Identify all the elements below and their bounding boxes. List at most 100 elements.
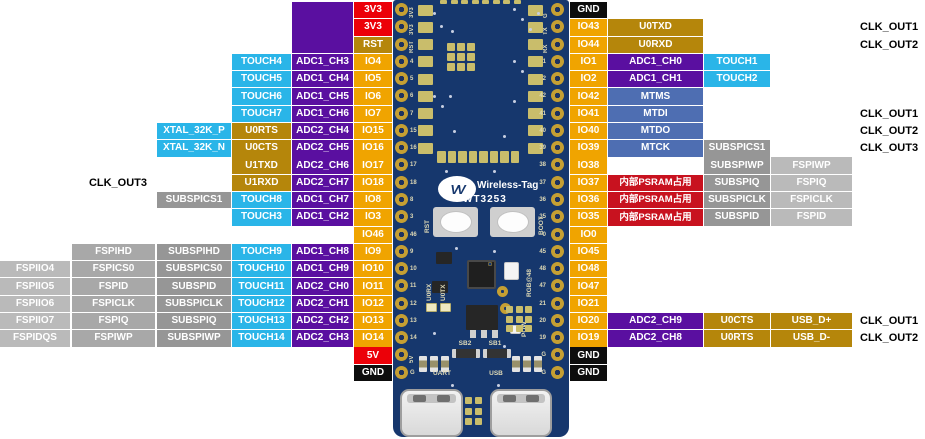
pin-function-cell: U0TXD	[608, 19, 703, 36]
pin-function-cell: ADC2_CH9	[608, 312, 703, 330]
pin-hole	[551, 106, 564, 120]
module-bottom-pad	[500, 151, 509, 163]
pin-function-cell: MTDI	[608, 105, 703, 122]
pin-hole	[395, 192, 408, 206]
pin-function-cell: SUBSPID	[157, 278, 231, 295]
module-edge-pad	[528, 125, 543, 137]
silk-pin-label: 40	[539, 127, 546, 134]
pin-hole	[395, 244, 408, 258]
pin-function-cell: U1RXD	[232, 174, 291, 192]
io-pin-cell: IO16	[354, 140, 392, 157]
pin-hole	[395, 262, 408, 276]
silk-pin-label: 8	[410, 196, 414, 203]
pin-hole	[551, 365, 564, 379]
pin-function-cell: ADC2_CH8	[608, 330, 703, 347]
pin-function-cell: FSPIWP	[72, 330, 155, 347]
model-text: WT3253	[463, 194, 507, 205]
module-top-pad	[450, 0, 458, 4]
pin-function-cell: U0RXD	[608, 36, 703, 53]
io-pin-cell: IO37	[570, 174, 607, 192]
thermal-pad	[447, 53, 455, 61]
module-top-pad	[482, 0, 489, 4]
io-pin-cell: IO8	[354, 191, 392, 209]
bottom-pad-grid	[465, 397, 472, 404]
silk-pin-label: G	[541, 369, 546, 376]
pin-function-cell: MTDO	[608, 122, 703, 140]
pin-function-cell: U0CTS	[232, 140, 291, 157]
module-top-pad	[440, 0, 447, 4]
pin-hole	[395, 3, 408, 16]
module-bottom-pad	[479, 151, 488, 163]
pin-function-cell: MTMS	[608, 88, 703, 105]
io-pin-cell: IO18	[354, 174, 392, 192]
io-pin-cell: IO20	[570, 312, 607, 330]
pin-function-cell: XTAL_32K_N	[157, 140, 231, 157]
io-pin-cell: IO10	[354, 261, 392, 278]
io-pin-cell: 5V	[354, 347, 392, 364]
pin-function-cell: ADC1_CH8	[292, 243, 353, 261]
io-pin-cell: IO45	[570, 243, 607, 261]
pin-function-cell: ADC2_CH7	[292, 174, 353, 192]
pin-function-cell: FSPIQ	[72, 312, 155, 330]
io-pin-cell: 3V3	[354, 19, 392, 36]
pin-function-cell: 内部PSRAM占用	[608, 174, 703, 192]
pin-hole	[395, 89, 408, 103]
silk-pin-label: 6	[410, 93, 414, 100]
connector-tab	[437, 395, 450, 402]
module-edge-pad	[528, 108, 543, 120]
pin-function-cell: FSPIIO4	[0, 261, 70, 278]
pin-function-cell: SUBSPIWP	[157, 330, 231, 347]
pin-hole	[395, 175, 408, 189]
silk-pin-label: 5V	[409, 356, 415, 364]
io-pin-cell: IO46	[354, 226, 392, 243]
thermal-pad	[447, 63, 455, 71]
pin-function-cell: TOUCH8	[232, 191, 291, 209]
pin-function-cell: FSPIIO6	[0, 295, 70, 312]
via-dot	[503, 135, 506, 138]
via-dot	[451, 384, 454, 387]
silk-pin-label: 7	[410, 110, 414, 117]
pin-hole	[395, 123, 408, 137]
pin-hole	[551, 141, 564, 155]
voltage-regulator	[466, 305, 498, 330]
pin-hole	[551, 89, 564, 103]
io-pin-cell: IO43	[570, 19, 607, 36]
via-dot	[493, 170, 496, 173]
module-edge-pad	[418, 142, 433, 154]
io-pin-cell: IO21	[570, 295, 607, 312]
pin-function-cell: ADC1_CH1	[608, 71, 703, 88]
pin-function-cell: 内部PSRAM占用	[608, 209, 703, 226]
pin-hole	[395, 54, 408, 68]
pin-function-cell: U1TXD	[232, 157, 291, 174]
pin-function-cell: ADC1_CH2	[292, 209, 353, 226]
pin-hole	[551, 210, 564, 224]
pin-function-cell: U0RTS	[232, 122, 291, 140]
via-dot	[513, 100, 516, 103]
pin-function-cell: SUBSPICS1	[157, 191, 231, 209]
module-edge-pad	[418, 39, 433, 51]
io-pin-cell: IO4	[354, 53, 392, 71]
io-pin-cell: IO39	[570, 140, 607, 157]
silk-pin-label: 0	[542, 231, 546, 238]
clk-note: CLK_OUT1	[860, 21, 919, 34]
u0rx-led	[426, 303, 437, 312]
pad-grid	[506, 325, 513, 332]
silk-pin-label: 47	[539, 283, 546, 290]
module-top-pad	[492, 0, 500, 4]
pin-function-cell: TOUCH6	[232, 88, 291, 105]
io-pin-cell: IO47	[570, 278, 607, 295]
module-edge-pad	[528, 56, 543, 68]
pin-hole	[551, 158, 564, 172]
silk-pin-label: 12	[410, 300, 417, 307]
io-pin-cell: GND	[570, 364, 607, 382]
pin-function-cell: ADC1_CH3	[292, 53, 353, 71]
io-pin-cell: IO44	[570, 36, 607, 53]
silk-pin-label: TX	[543, 27, 549, 36]
pin-function-cell: FSPID	[72, 278, 155, 295]
capacitor	[419, 356, 427, 372]
pin-hole	[395, 348, 408, 362]
module-top-pad	[513, 0, 521, 4]
silk-pin-label: 45	[539, 248, 546, 255]
via-dot	[537, 12, 540, 15]
bottom-pad-grid	[465, 418, 472, 425]
